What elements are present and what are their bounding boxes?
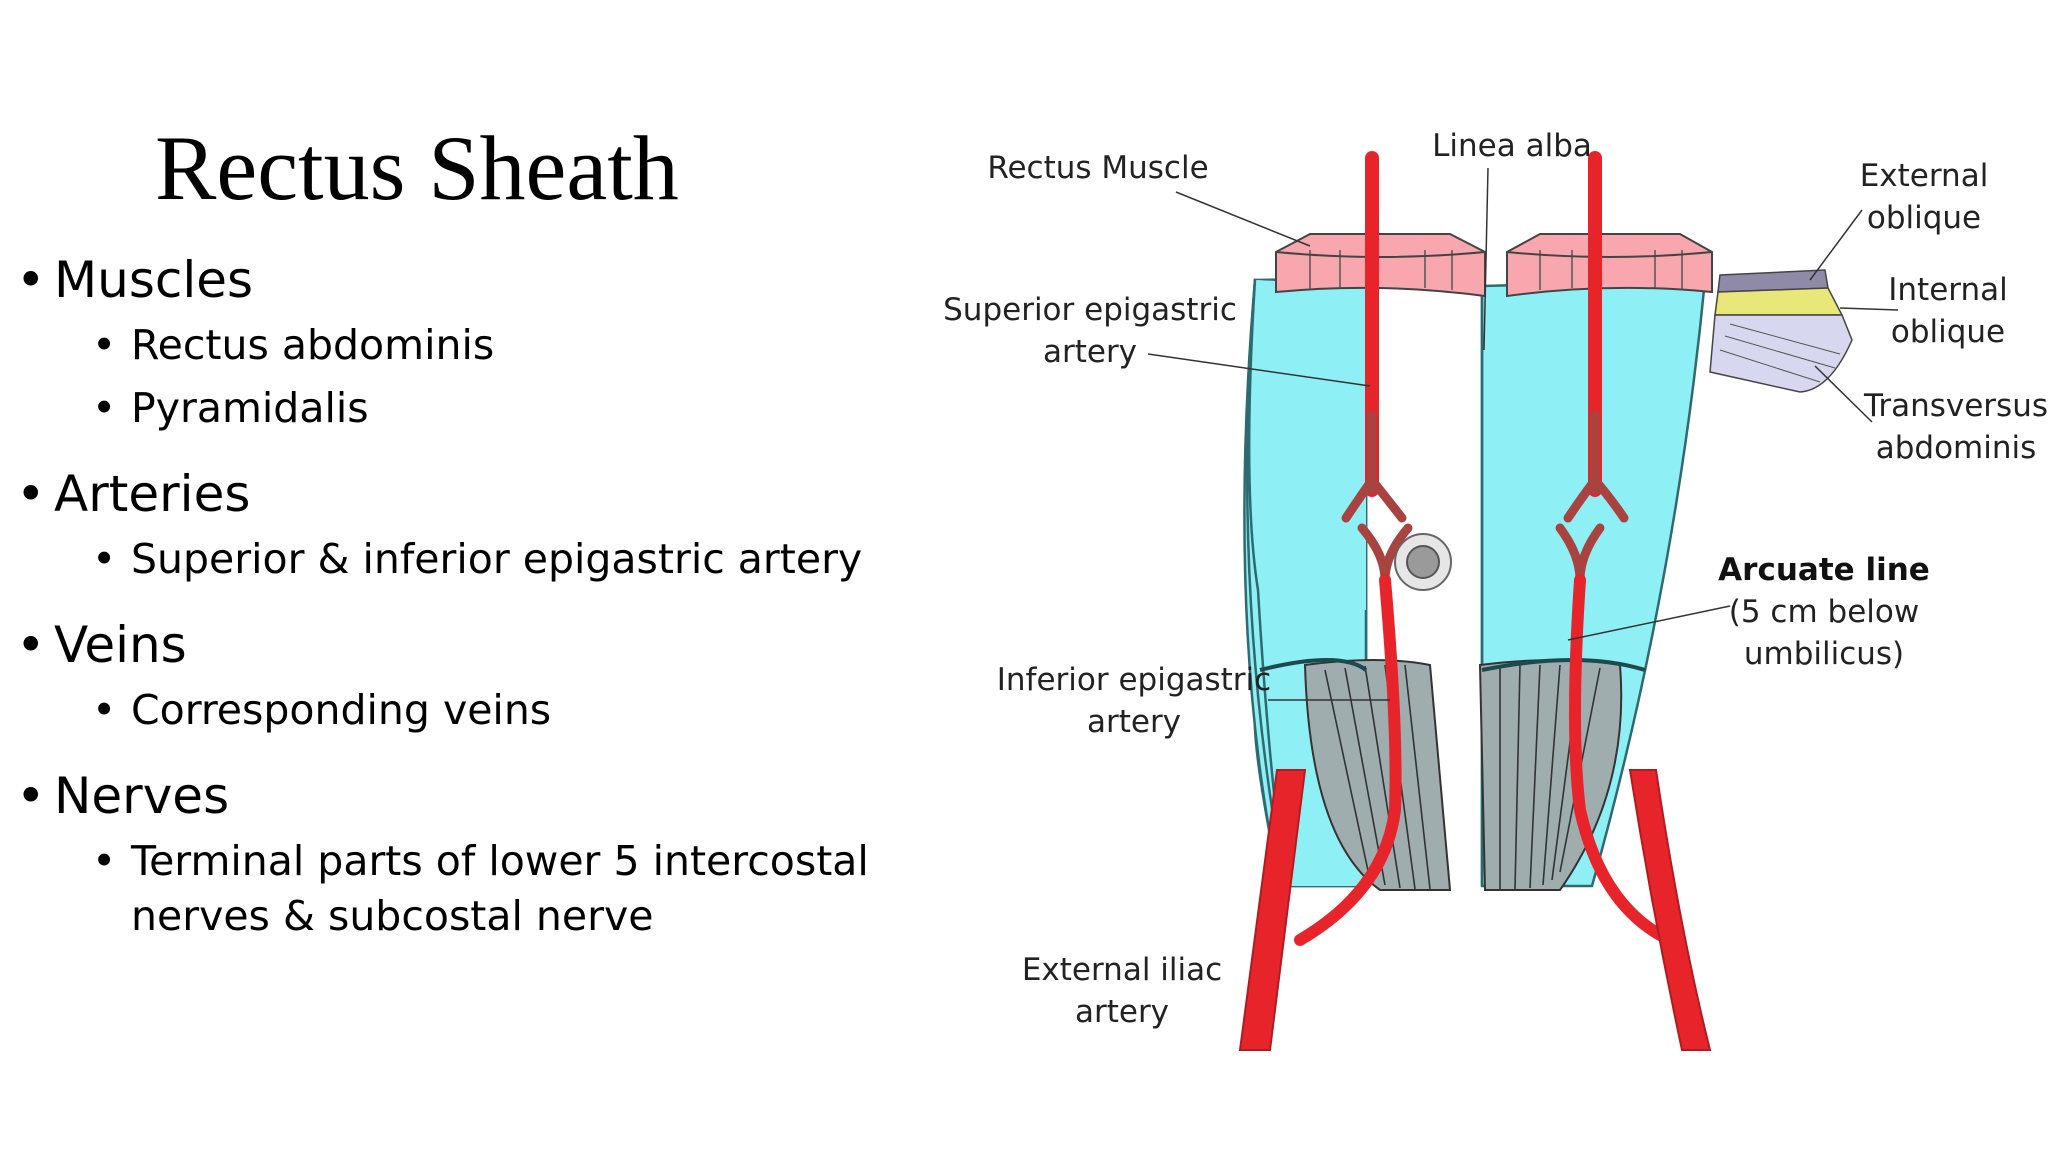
- left-lower-rectus: [1303, 659, 1452, 891]
- inferior-epigastric-arteries: [1294, 523, 1666, 946]
- label-superior-epigastric-1: Superior epigastric: [943, 292, 1237, 328]
- superior-epigastric-arteries: [1341, 151, 1629, 523]
- left-rectus-muscle-top: [1275, 233, 1486, 298]
- bullet-list: Muscles Rectus abdominis Pyramidalis Art…: [16, 250, 916, 944]
- label-inferior-epigastric-2: artery: [1087, 704, 1181, 740]
- leader-lines: [1147, 167, 1899, 701]
- internal-oblique-muscle: [1714, 287, 1844, 316]
- lower-rectus-fibres: [1324, 664, 1601, 890]
- label-external-iliac-1: External iliac: [1022, 952, 1222, 988]
- bullet-pyramidalis: Pyramidalis: [16, 381, 916, 436]
- right-rectus-muscle-top: [1506, 233, 1713, 298]
- bullet-nerves: Nerves: [16, 766, 916, 826]
- label-external-oblique-1: External: [1860, 158, 1989, 194]
- bullet-veins: Veins: [16, 615, 916, 675]
- label-transversus-2: abdominis: [1876, 430, 2037, 466]
- label-arcuate-line: Arcuate line: [1718, 552, 1930, 588]
- label-internal-oblique-1: Internal: [1888, 272, 2007, 308]
- diagram-svg: Rectus Muscle Linea alba External obliqu…: [943, 128, 2048, 1051]
- muscle-top-rim: [1275, 251, 1713, 258]
- bullet-rectus-abdominis: Rectus abdominis: [16, 318, 916, 373]
- bullet-arteries: Arteries: [16, 464, 916, 524]
- bullet-intercostal-nerves: Terminal parts of lower 5 intercostal ne…: [16, 834, 916, 944]
- bullet-corresponding-veins: Corresponding veins: [16, 683, 916, 738]
- label-external-oblique-2: oblique: [1867, 200, 1981, 236]
- label-inferior-epigastric-1: Inferior epigastric: [997, 662, 1271, 698]
- label-arcuate-note-1: (5 cm below: [1729, 594, 1919, 630]
- label-rectus-muscle: Rectus Muscle: [987, 150, 1208, 186]
- label-linea-alba: Linea alba: [1432, 128, 1592, 164]
- right-external-iliac-artery: [1628, 769, 1712, 1051]
- label-superior-epigastric-2: artery: [1043, 334, 1137, 370]
- bullet-muscles: Muscles: [16, 250, 916, 310]
- left-external-iliac-artery: [1238, 769, 1307, 1051]
- slide-title: Rectus Sheath: [155, 117, 679, 219]
- left-sheath-widen: [1252, 280, 1366, 610]
- umbilicus-inner: [1406, 545, 1440, 579]
- rectus-sheath-diagram: Rectus Muscle Linea alba External obliqu…: [940, 110, 2048, 1070]
- lateral-muscle-fibres: [1719, 323, 1841, 383]
- label-transversus-1: Transversus: [1863, 388, 2048, 424]
- label-external-iliac-2: artery: [1075, 994, 1169, 1030]
- bullet-epigastric-arteries: Superior & inferior epigastric artery: [16, 532, 916, 587]
- label-internal-oblique-2: oblique: [1891, 314, 2005, 350]
- label-arcuate-note-2: umbilicus): [1744, 636, 1904, 672]
